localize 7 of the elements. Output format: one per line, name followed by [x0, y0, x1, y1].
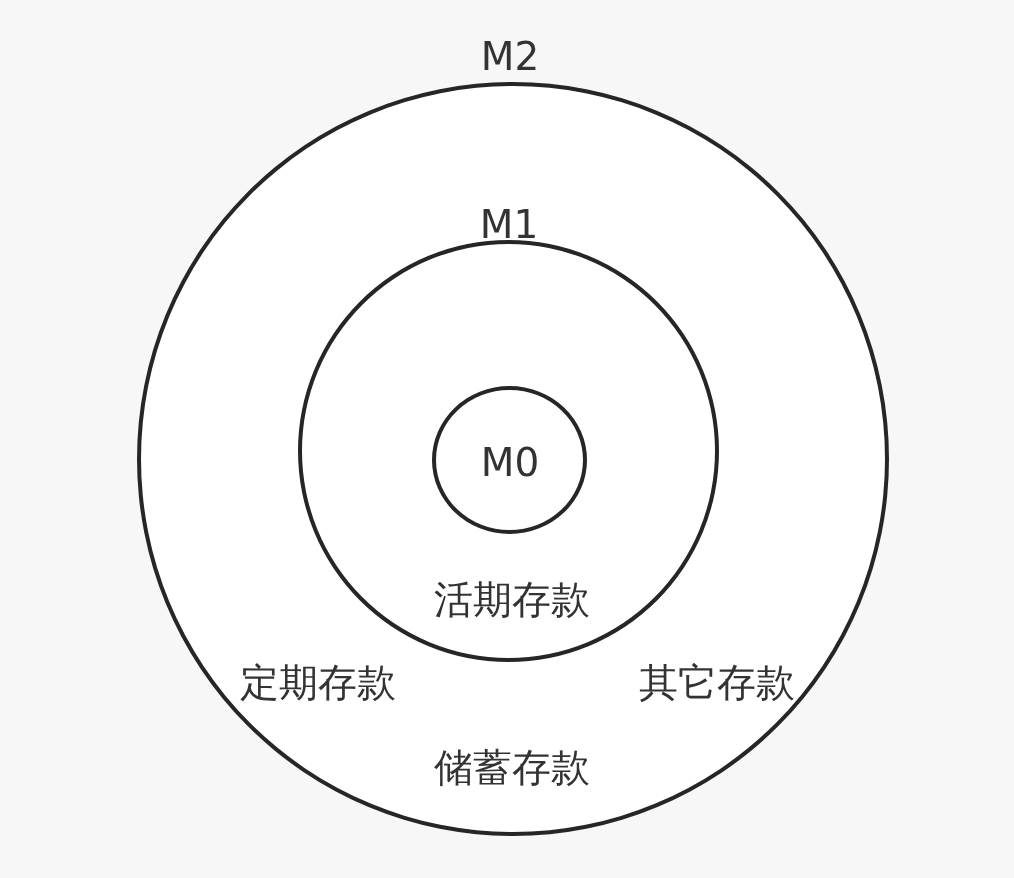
category-label: 定期存款: [240, 662, 396, 702]
category-label: 储蓄存款: [434, 747, 590, 787]
circle-title: M1: [479, 204, 539, 244]
circle-title: M0: [480, 442, 540, 482]
circle-title: M2: [480, 36, 540, 76]
category-label: 活期存款: [434, 579, 590, 619]
category-label: 其它存款: [639, 662, 795, 702]
